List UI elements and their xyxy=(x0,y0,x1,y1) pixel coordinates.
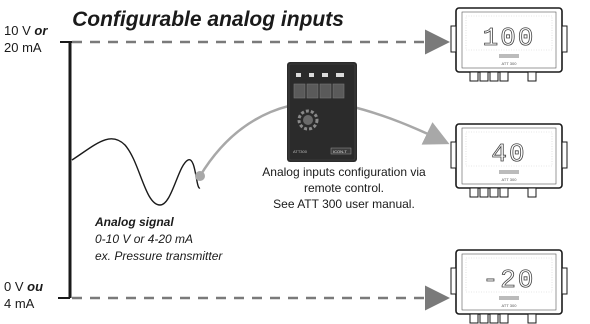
remote-key-3 xyxy=(319,83,332,99)
analog-signal-curve xyxy=(71,138,201,206)
remote-control: ATT300 ICON-T xyxy=(287,62,357,162)
gear-icon xyxy=(297,109,319,131)
display-sub-bottom: ATT 300 xyxy=(502,303,518,308)
display-value-top: 100 xyxy=(483,23,536,53)
display-sub-middle: ATT 300 xyxy=(502,177,518,182)
remote-key-1 xyxy=(293,83,306,99)
bottom-value-label: 0 V ou xyxy=(4,279,43,294)
remote-button-2 xyxy=(309,73,314,77)
signal-range: 0-10 V or 4-20 mA xyxy=(95,232,193,246)
display-value-middle: 40 xyxy=(491,139,526,169)
remote-note-line1: Analog inputs configuration via xyxy=(262,165,426,179)
display-sub-top: ATT 300 xyxy=(502,61,518,66)
display-unit-middle: 40 ATT 300 xyxy=(450,123,568,198)
signal-example: ex. Pressure transmitter xyxy=(95,249,223,263)
remote-button-4 xyxy=(336,73,344,77)
remote-button-3 xyxy=(322,73,328,77)
remote-note-line2: remote control. xyxy=(304,181,384,195)
top-or-text: or xyxy=(34,23,48,38)
diagram-title: Configurable analog inputs xyxy=(72,8,344,31)
remote-key-4 xyxy=(332,83,345,99)
top-alt-label: 20 mA xyxy=(4,40,42,55)
remote-note-line3: See ATT 300 user manual. xyxy=(273,197,415,211)
display-value-bottom: -20 xyxy=(483,265,536,295)
remote-badge xyxy=(330,147,352,155)
top-value-label: 10 V or xyxy=(4,23,48,38)
bottom-or-text: ou xyxy=(27,279,43,294)
signal-point xyxy=(195,171,205,181)
display-unit-top: 100 ATT 300 xyxy=(450,7,568,82)
remote-badge-text: ICON-T xyxy=(333,149,347,154)
bottom-alt-label: 4 mA xyxy=(4,296,35,311)
signal-heading: Analog signal xyxy=(94,215,174,229)
bottom-value-text: 0 V xyxy=(4,279,24,294)
remote-key-2 xyxy=(306,83,319,99)
top-value-text: 10 V xyxy=(4,23,31,38)
display-unit-bottom: -20 ATT 300 xyxy=(450,249,568,324)
remote-brand-text: ATT300 xyxy=(293,149,308,154)
remote-button-1 xyxy=(296,73,301,77)
